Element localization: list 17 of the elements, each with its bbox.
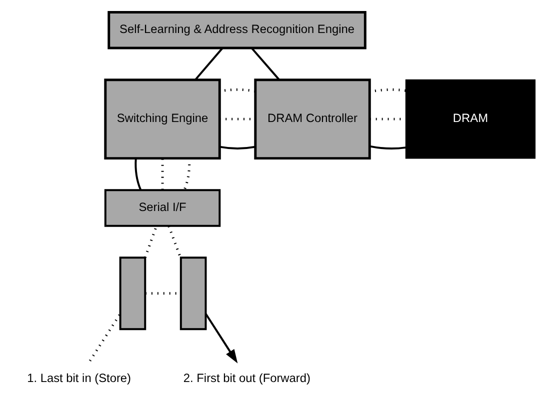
node-text: 1. Last bit in (Store) <box>27 370 132 385</box>
connector <box>219 146 256 150</box>
node-box <box>180 256 207 330</box>
node-box: Switching Engine <box>104 78 221 160</box>
connector <box>144 226 158 258</box>
node-text: 2. First bit out (Forward) <box>183 370 310 385</box>
node-box: Self-Learning & Address Recognition Engine <box>108 11 366 50</box>
node-box: DRAM <box>405 79 536 159</box>
connector <box>88 313 122 362</box>
connector <box>370 145 406 150</box>
node-box: DRAM Controller <box>254 78 371 160</box>
arrow <box>204 313 238 364</box>
connector <box>194 48 224 80</box>
node-box: Serial I/F <box>104 189 221 227</box>
node-box <box>119 256 146 330</box>
connector <box>134 158 142 190</box>
connector <box>251 48 280 80</box>
